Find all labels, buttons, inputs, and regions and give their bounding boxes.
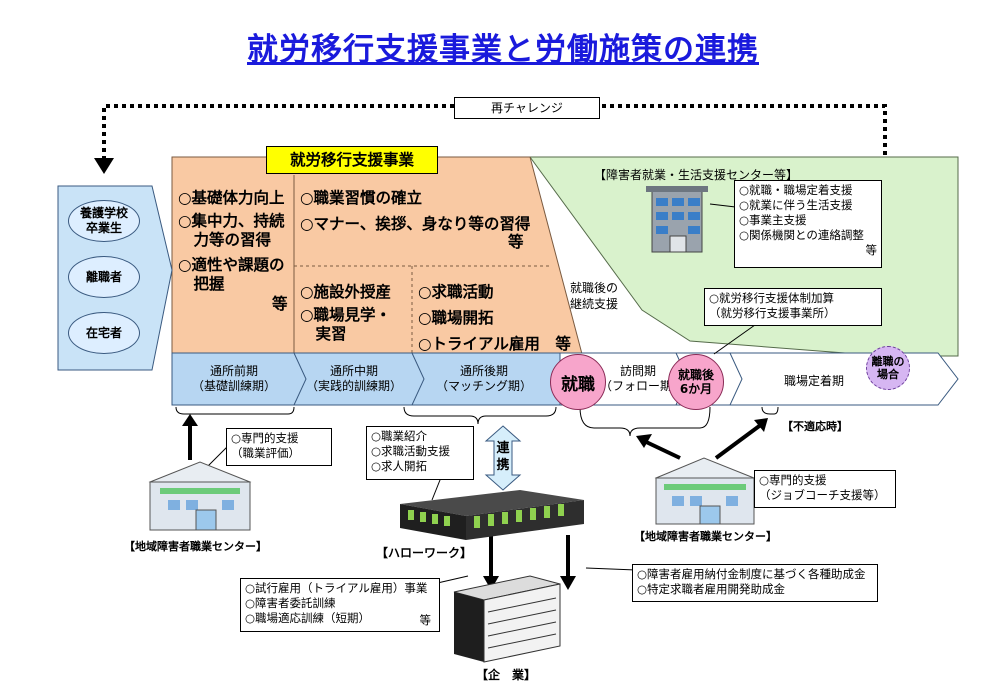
cooperation-label: 連 携 <box>496 441 510 473</box>
bracket-hw <box>403 406 557 425</box>
service-etc: 等 <box>865 243 878 257</box>
company-label: 【企 業】 <box>476 668 537 682</box>
support-center-services-box: ○就職・職場定着支援 ○就業に伴う生活支援 ○事業主支援 ○関係機関との連絡調整… <box>734 180 882 268</box>
phase-chevron-4 <box>729 352 743 406</box>
subsidies-box: ○障害者雇用納付金制度に基づく各種助成金 ○特定求職者雇用開発助成金 <box>632 564 878 602</box>
right-vocational-center-icon <box>654 457 756 525</box>
col1-etc: 等 <box>272 295 288 313</box>
program-adaptation-training: ○職場適応訓練（短期） <box>245 611 371 625</box>
unfit-label: 【不適応時】 <box>782 420 848 433</box>
left-center-label: 【地域障害者職業センター】 <box>124 540 267 553</box>
hw-programs-box: ○試行雇用（トライアル雇用）事業 ○障害者委託訓練 ○職場適応訓練（短期） 等 <box>240 578 440 632</box>
phase-middle: 通所中期 （実践的訓練期） <box>305 364 402 393</box>
arrow-right-center-visit <box>641 438 681 460</box>
col2-item-work-habits: ○職業習慣の確立 <box>300 189 423 207</box>
source-unemployed: 離職者 <box>68 256 140 298</box>
col1-item-concentration: ○集中力、持続 力等の習得 <box>178 212 285 249</box>
leave-case-circle: 離職の 場合 <box>866 346 910 390</box>
service-coordination: ○関係機関との連絡調整 <box>739 228 864 242</box>
hellowork-building-icon <box>400 490 584 540</box>
hw-job-development: ○求人開拓 <box>371 459 428 473</box>
phase-early: 通所前期 （基礎訓練期） <box>191 364 276 393</box>
right-center-label: 【地域障害者職業センター】 <box>634 530 777 543</box>
service-life-support: ○就業に伴う生活支援 <box>739 198 853 212</box>
source-home: 在宅者 <box>68 312 140 354</box>
col3-item-job-search: ○求職活動 <box>418 283 494 301</box>
phase-chevron-2 <box>411 352 425 406</box>
program-trial-employment: ○試行雇用（トライアル雇用）事業 <box>245 581 428 595</box>
hw-job-search-support: ○求職活動支援 <box>371 444 451 458</box>
col1-item-aptitude: ○適性や課題の 把握 <box>178 256 285 293</box>
program-consigned-training: ○障害者委託訓練 <box>245 596 336 610</box>
rechallenge-label: 再チャレンジ <box>454 97 600 119</box>
phase-chevron-1 <box>293 352 307 406</box>
col2-item-offsite-work: ○施設外授産 <box>300 283 392 301</box>
hw-job-placement: ○職業紹介 <box>371 429 428 443</box>
col3-item-trial-employment: ○トライアル雇用 等 <box>418 335 571 353</box>
left-vocational-center-icon <box>148 461 252 531</box>
page-title: 就労移行支援事業と労働施策の連携 <box>247 32 759 68</box>
source-graduates: 養護学校 卒業生 <box>68 200 140 242</box>
company-building-icon <box>453 575 561 663</box>
rechallenge-arrowhead <box>94 158 114 174</box>
phase-visit: 訪問期 （フォロー期） <box>600 364 685 393</box>
col3-item-job-development: ○職場開拓 <box>418 309 494 327</box>
continued-support-label: 就職後の 継続支援 <box>570 281 619 311</box>
rechallenge-dotted-line <box>102 104 887 355</box>
col1-item-basic-fitness: ○基礎体力向上 <box>178 189 285 207</box>
left-center-box: ○専門的支援 （職業評価） <box>226 428 332 466</box>
bracket-fit <box>761 406 779 415</box>
hw-services-box: ○職業紹介 ○求職活動支援 ○求人開拓 <box>366 426 474 480</box>
col2-top-etc: 等 <box>508 233 524 251</box>
program-etc: 等 <box>419 613 432 627</box>
six-months-circle: 就職後 6か月 <box>668 354 724 410</box>
service-retention: ○就職・職場定着支援 <box>739 183 853 197</box>
addition-box: ○就労移行支援体制加算 （就労移行支援事業所） <box>704 288 882 326</box>
service-employer-support: ○事業主支援 <box>739 213 807 227</box>
program-label: 就労移行支援事業 <box>266 146 438 174</box>
support-center-title: 【障害者就業・生活支援センター等】 <box>594 168 799 182</box>
col2-item-manners: ○マナー、挨拶、身なり等の習得 <box>300 215 531 233</box>
right-center-box: ○専門的支援 （ジョブコーチ支援等） <box>754 470 896 508</box>
cooperation-arrow <box>484 425 522 491</box>
hellowork-label: 【ハローワーク】 <box>376 546 473 560</box>
arrow-right-center-unfit <box>714 422 764 460</box>
bracket-visit <box>579 406 711 437</box>
support-center-building-icon <box>646 186 708 253</box>
phase-late: 通所後期 （マッチング期） <box>435 364 532 393</box>
phase-retention: 職場定着期 <box>784 374 845 388</box>
subsidy-specific-job-seeker: ○特定求職者雇用開発助成金 <box>637 582 786 596</box>
employment-circle: 就職 <box>550 354 606 410</box>
subsidy-levy-system: ○障害者雇用納付金制度に基づく各種助成金 <box>637 567 866 581</box>
col2-item-workplace-visit: ○職場見学・ 実習 <box>300 306 392 343</box>
bracket-left <box>175 406 295 415</box>
